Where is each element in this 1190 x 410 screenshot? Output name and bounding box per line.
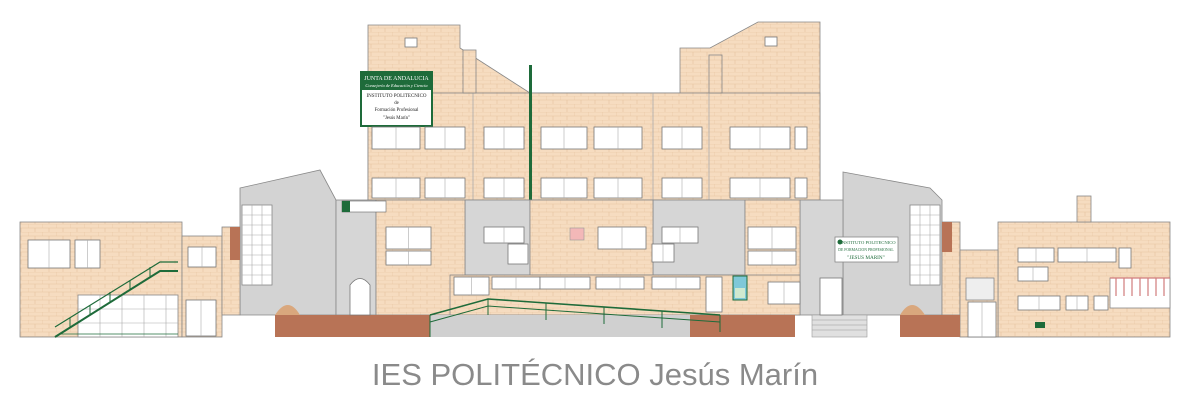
entrance-steps	[811, 277, 868, 338]
window	[794, 177, 808, 199]
building-caption: IES POLITÉCNICO Jesús Marín	[371, 357, 819, 392]
window	[794, 126, 808, 150]
upper-main-block	[367, 21, 821, 201]
window	[507, 243, 529, 265]
arched-window	[349, 278, 371, 316]
sign-line-2: de	[394, 101, 399, 106]
sign-sub-text: Consejería de Educación y Ciencia	[365, 83, 428, 88]
notice-board	[732, 275, 748, 301]
small-wall-sign	[341, 200, 387, 213]
right-sign-line-3: "JESUS MARIN"	[847, 255, 885, 261]
gray-wings	[239, 169, 943, 316]
window	[1093, 295, 1109, 311]
right-institute-sign: INSTITUTO POLITECNICO DE FORMACION PROFE…	[834, 236, 899, 263]
window	[1118, 247, 1132, 269]
window	[705, 276, 723, 313]
right-sign-line-1: INSTITUTO POLITECNICO	[840, 240, 896, 245]
terracotta-ground	[230, 222, 960, 337]
main-institute-sign: JUNTA DE ANDALUCIA Consejería de Educaci…	[360, 71, 433, 127]
sign-line-3: Formación Profesional	[375, 108, 419, 113]
sign-line-4: "Jesús Marín"	[383, 116, 410, 121]
ramp-railing	[429, 298, 721, 337]
exterior-staircase	[54, 261, 178, 338]
right-sign-line-2: DE FORMACION PROFESIONAL	[838, 248, 894, 252]
sign-line-1: INSTITUTO POLITECNICO	[366, 94, 426, 99]
sign-top-text: JUNTA DE ANDALUCIA	[364, 76, 429, 82]
windows	[27, 126, 1132, 338]
